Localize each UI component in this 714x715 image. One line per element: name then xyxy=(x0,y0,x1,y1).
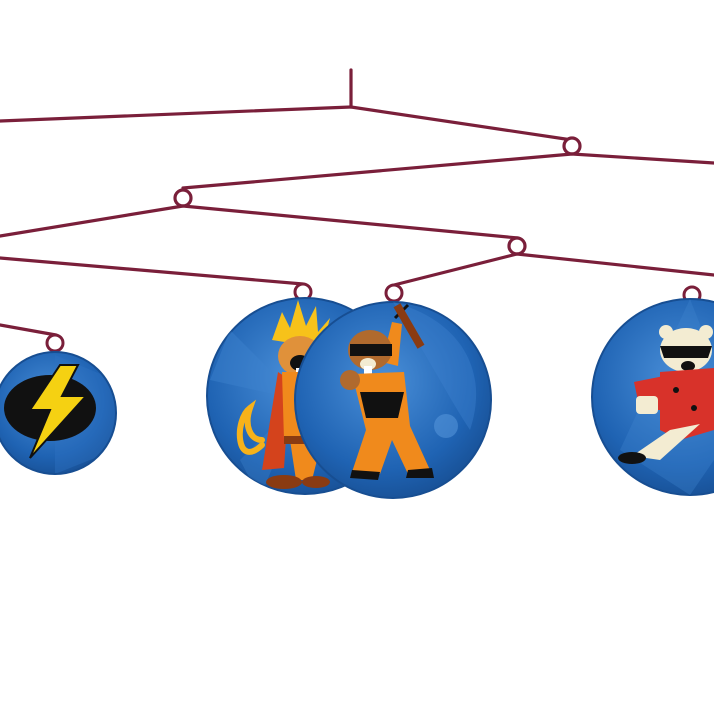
mobile-wires xyxy=(0,68,714,337)
ornament-ninja-beaver xyxy=(294,283,492,499)
hook-ring xyxy=(507,236,527,256)
ornament-masked-bear-hero xyxy=(591,285,714,496)
long-arm-to-flame xyxy=(0,256,305,286)
top-arm-left xyxy=(0,105,353,123)
lightning-bolt-icon xyxy=(4,364,96,459)
third-arm-left xyxy=(0,204,185,238)
masked-bear-icon xyxy=(618,299,714,495)
top-arm-right xyxy=(349,105,574,142)
hook-ring xyxy=(45,333,65,353)
arm-to-bolt xyxy=(0,323,58,337)
arm-to-bear xyxy=(515,252,714,277)
second-arm-left xyxy=(181,152,574,190)
third-arm-right xyxy=(181,204,520,240)
ninja-beaver-icon xyxy=(340,302,477,480)
arm-to-ninja xyxy=(392,252,519,287)
hook-ring xyxy=(384,283,404,303)
hook-ring xyxy=(562,136,582,156)
ornament-lightning-bolt xyxy=(0,333,117,475)
second-arm-right xyxy=(570,152,714,165)
hook-ring xyxy=(173,188,193,208)
